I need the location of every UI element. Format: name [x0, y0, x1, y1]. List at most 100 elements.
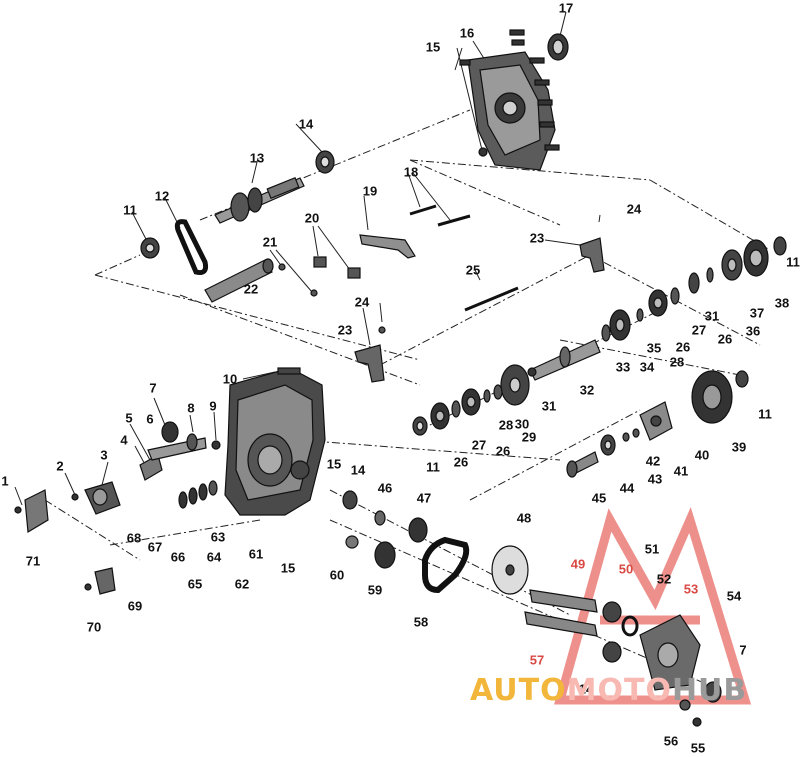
assembly-lines	[44, 109, 771, 691]
callout-31: 31	[541, 398, 557, 414]
callout-18: 18	[403, 164, 419, 180]
callout-16: 16	[459, 25, 475, 41]
callout-54: 54	[726, 588, 742, 604]
callout-12: 12	[154, 188, 170, 204]
callout-56: 56	[663, 733, 679, 749]
callout-59: 59	[367, 582, 383, 598]
callout-15: 15	[425, 39, 441, 55]
callout-7: 7	[149, 380, 157, 396]
drive-belt-small	[174, 219, 209, 275]
callout-48: 48	[516, 510, 532, 526]
callout-67: 67	[147, 539, 163, 555]
callout-62: 62	[234, 576, 250, 592]
callout-58: 58	[413, 614, 429, 630]
callout-41: 41	[673, 463, 689, 479]
callout-60: 60	[329, 567, 345, 583]
callout-32: 32	[579, 382, 595, 398]
callout-64: 64	[206, 549, 222, 565]
callout-23: 23	[529, 230, 545, 246]
callout-40: 40	[694, 447, 710, 463]
callout-13: 13	[249, 150, 265, 166]
callout-28: 28	[498, 417, 514, 433]
rear-cover	[467, 51, 556, 171]
rods-18	[409, 204, 471, 227]
callout-39: 39	[731, 439, 747, 455]
callout-10: 10	[222, 371, 238, 387]
callout-27: 27	[691, 322, 707, 338]
bracket-19	[359, 234, 416, 259]
bearing-14-top	[315, 150, 335, 174]
shift-fork-lower	[354, 326, 386, 383]
callout-23: 23	[337, 322, 353, 338]
callout-3: 3	[100, 447, 108, 463]
callout-20: 20	[304, 210, 320, 226]
callout-5: 5	[125, 410, 133, 426]
seals-42-44	[600, 428, 640, 456]
callout-61: 61	[248, 546, 264, 562]
callout-52: 52	[656, 571, 672, 587]
callout-6: 6	[146, 411, 154, 427]
callout-24: 24	[354, 294, 370, 310]
callout-14: 14	[298, 116, 314, 132]
callout-24: 24	[626, 201, 642, 217]
watermark-part-2: MOTO	[566, 673, 672, 708]
callout-19: 19	[362, 183, 378, 199]
callout-33: 33	[615, 359, 631, 375]
callout-55: 55	[690, 740, 706, 756]
lower-drive-parts	[342, 490, 722, 727]
shift-fork-upper	[579, 237, 605, 273]
callout-11: 11	[758, 406, 772, 422]
callout-66: 66	[170, 549, 186, 565]
shift-shaft	[204, 258, 274, 303]
callout-1: 1	[1, 473, 9, 489]
callout-57: 57	[529, 652, 545, 668]
callout-71: 71	[25, 553, 41, 569]
main-gear-case	[224, 367, 326, 516]
callout-35: 35	[646, 340, 662, 356]
upper-gear-stack	[601, 236, 787, 342]
callout-26: 26	[675, 339, 691, 355]
callout-65: 65	[187, 576, 203, 592]
plate-41	[639, 401, 673, 441]
rod-25	[464, 286, 519, 312]
callout-29: 29	[521, 429, 537, 445]
callout-36: 36	[745, 323, 761, 339]
callout-51: 51	[644, 541, 660, 557]
callout-63: 63	[210, 529, 226, 545]
shaft-45	[566, 451, 599, 478]
callout-28: 28	[669, 354, 685, 370]
callout-70: 70	[86, 619, 102, 635]
callout-11: 11	[786, 254, 800, 270]
callout-49: 49	[570, 556, 586, 572]
callout-53: 53	[683, 581, 699, 597]
callout-46: 46	[377, 480, 393, 496]
input-shaft	[214, 176, 305, 224]
watermark-part-3: HUB	[671, 673, 748, 708]
callout-43: 43	[647, 471, 663, 487]
callout-14: 14	[578, 681, 594, 697]
callout-17: 17	[558, 0, 574, 16]
left-small-parts	[14, 421, 221, 595]
callout-31: 31	[704, 308, 720, 324]
callout-47: 47	[416, 490, 432, 506]
watermark-text: AUTOMOTOHUB	[470, 676, 747, 706]
callout-21: 21	[262, 234, 278, 250]
shaft-32	[527, 339, 601, 381]
small-parts-21-20	[278, 256, 361, 297]
gear-39	[691, 370, 749, 424]
callout-69: 69	[127, 598, 143, 614]
parts	[14, 29, 787, 727]
callout-26: 26	[453, 454, 469, 470]
callout-45: 45	[591, 490, 607, 506]
callout-37: 37	[749, 305, 765, 321]
callout-42: 42	[645, 453, 661, 469]
callout-26: 26	[717, 331, 733, 347]
callout-14: 14	[350, 462, 366, 478]
callout-50: 50	[618, 561, 634, 577]
callout-7: 7	[739, 642, 747, 658]
callout-68: 68	[126, 530, 142, 546]
callout-30: 30	[514, 416, 530, 432]
callout-4: 4	[120, 432, 128, 448]
gear-17	[547, 33, 569, 61]
